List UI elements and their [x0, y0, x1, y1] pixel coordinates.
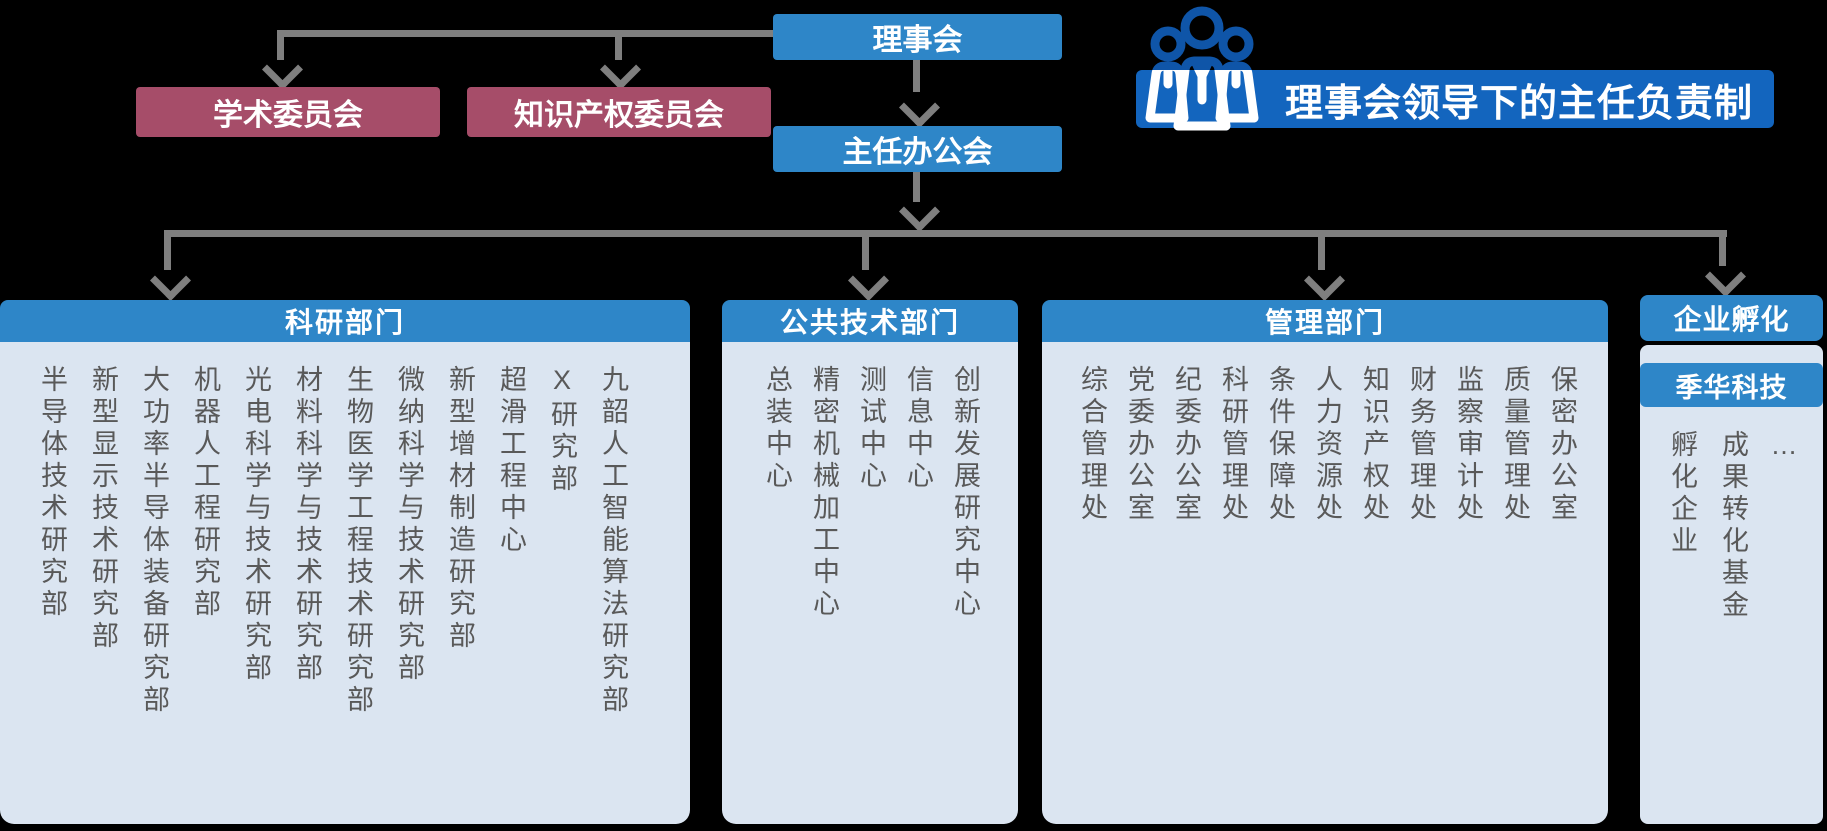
panel-management-header: 管理部门 — [1042, 300, 1608, 342]
department-item: 总装中心 — [762, 365, 792, 493]
department-item: 微纳科学与技术研究部 — [394, 365, 424, 685]
panel-public-tech: 公共技术部门 总装中心精密机械加工中心测试中心信息中心创新发展研究中心 — [722, 300, 1018, 824]
panel-management: 管理部门 综合管理处党委办公室纪委办公室科研管理处条件保障处人力资源处知识产权处… — [1042, 300, 1608, 824]
department-item: 综合管理处 — [1077, 365, 1107, 525]
panel-research-title: 科研部门 — [284, 307, 405, 338]
department-item: 人力资源处 — [1312, 365, 1342, 525]
department-item: 测试中心 — [856, 365, 886, 493]
arrow-down-icon — [599, 48, 642, 91]
department-item: 条件保障处 — [1265, 365, 1295, 525]
panel-public-tech-header: 公共技术部门 — [722, 300, 1018, 342]
department-item: 知识产权处 — [1359, 365, 1389, 525]
panel-research-header: 科研部门 — [0, 300, 690, 342]
panel-incubation: 季华科技 孵化企业成果转化基金 … — [1640, 345, 1823, 824]
connector-drop-incubation — [1719, 230, 1726, 266]
department-item: 光电科学与技术研究部 — [241, 365, 271, 685]
panel-incubation-header: 企业孵化 — [1640, 295, 1823, 341]
panel-research: 科研部门 半导体技术研究部新型显示技术研究部大功率半导体装备研究部机器人工程研究… — [0, 300, 690, 824]
office-node: 主任办公会 — [773, 126, 1062, 172]
panel-public-tech-title: 公共技术部门 — [779, 307, 960, 338]
department-item: 精密机械加工中心 — [809, 365, 839, 621]
connector-distribution — [164, 230, 1727, 237]
jihua-tech-label: 季华科技 — [1675, 372, 1788, 403]
ip-committee-label: 知识产权委员会 — [514, 99, 724, 132]
department-item: 信息中心 — [903, 365, 933, 493]
department-item: 九韶人工智能算法研究部 — [598, 365, 628, 717]
jihua-tech-bar: 季华科技 — [1640, 363, 1823, 407]
panel-incubation-title: 企业孵化 — [1673, 304, 1790, 335]
department-item: 质量管理处 — [1500, 365, 1530, 525]
arrow-down-icon — [1704, 255, 1747, 298]
department-item: 材料科学与技术研究部 — [292, 365, 322, 685]
connector-board-committees — [277, 30, 773, 37]
department-item: … — [1769, 430, 1799, 465]
connector-stub-ip — [615, 30, 622, 60]
department-item: 机器人工程研究部 — [190, 365, 220, 621]
department-item: 超滑工程中心 — [496, 365, 526, 557]
department-item: X研究部 — [547, 365, 577, 496]
public-tech-columns: 总装中心精密机械加工中心测试中心信息中心创新发展研究中心 — [762, 365, 980, 621]
connector-drop-public-tech — [862, 237, 869, 270]
department-item: 纪委办公室 — [1171, 365, 1201, 525]
research-columns: 半导体技术研究部新型显示技术研究部大功率半导体装备研究部机器人工程研究部光电科学… — [37, 365, 628, 717]
department-item: 生物医学工程技术研究部 — [343, 365, 373, 717]
arrow-down-icon — [898, 86, 941, 129]
arrow-down-icon — [1303, 259, 1346, 302]
department-item: 创新发展研究中心 — [950, 365, 980, 621]
arrow-down-icon — [898, 190, 941, 233]
department-item: 科研管理处 — [1218, 365, 1248, 525]
academic-committee-label: 学术委员会 — [213, 99, 363, 132]
department-item: 孵化企业 — [1667, 430, 1697, 558]
responsibility-banner: 理事会领导下的主任负责制 — [1136, 70, 1774, 128]
department-item: 党委办公室 — [1124, 365, 1154, 525]
department-item: 成果转化基金 — [1718, 430, 1748, 622]
department-item: 半导体技术研究部 — [37, 365, 67, 621]
department-item: 保密办公室 — [1547, 365, 1577, 525]
incubation-columns: 孵化企业成果转化基金 … — [1667, 430, 1799, 622]
department-item: 监察审计处 — [1453, 365, 1483, 525]
management-columns: 综合管理处党委办公室纪委办公室科研管理处条件保障处人力资源处知识产权处财务管理处… — [1077, 365, 1577, 525]
responsibility-banner-label: 理事会领导下的主任负责制 — [1284, 82, 1753, 125]
arrow-down-icon — [847, 259, 890, 302]
department-item: 财务管理处 — [1406, 365, 1436, 525]
academic-committee-node: 学术委员会 — [136, 87, 440, 137]
office-label: 主任办公会 — [842, 136, 993, 169]
board-node: 理事会 — [773, 14, 1062, 60]
people-group-icon — [1140, 0, 1264, 132]
connector-office-trunk — [913, 172, 920, 202]
panel-management-title: 管理部门 — [1264, 307, 1385, 338]
connector-drop-management — [1318, 237, 1325, 270]
connector-stub-academic — [277, 30, 284, 60]
department-item: 新型增材制造研究部 — [445, 365, 475, 653]
board-label: 理事会 — [872, 24, 963, 57]
arrow-down-icon — [261, 48, 304, 91]
connector-board-office — [913, 60, 920, 92]
connector-drop-research — [164, 230, 171, 270]
ip-committee-node: 知识产权委员会 — [467, 87, 771, 137]
arrow-down-icon — [149, 259, 192, 302]
department-item: 大功率半导体装备研究部 — [139, 365, 169, 717]
department-item: 新型显示技术研究部 — [88, 365, 118, 653]
